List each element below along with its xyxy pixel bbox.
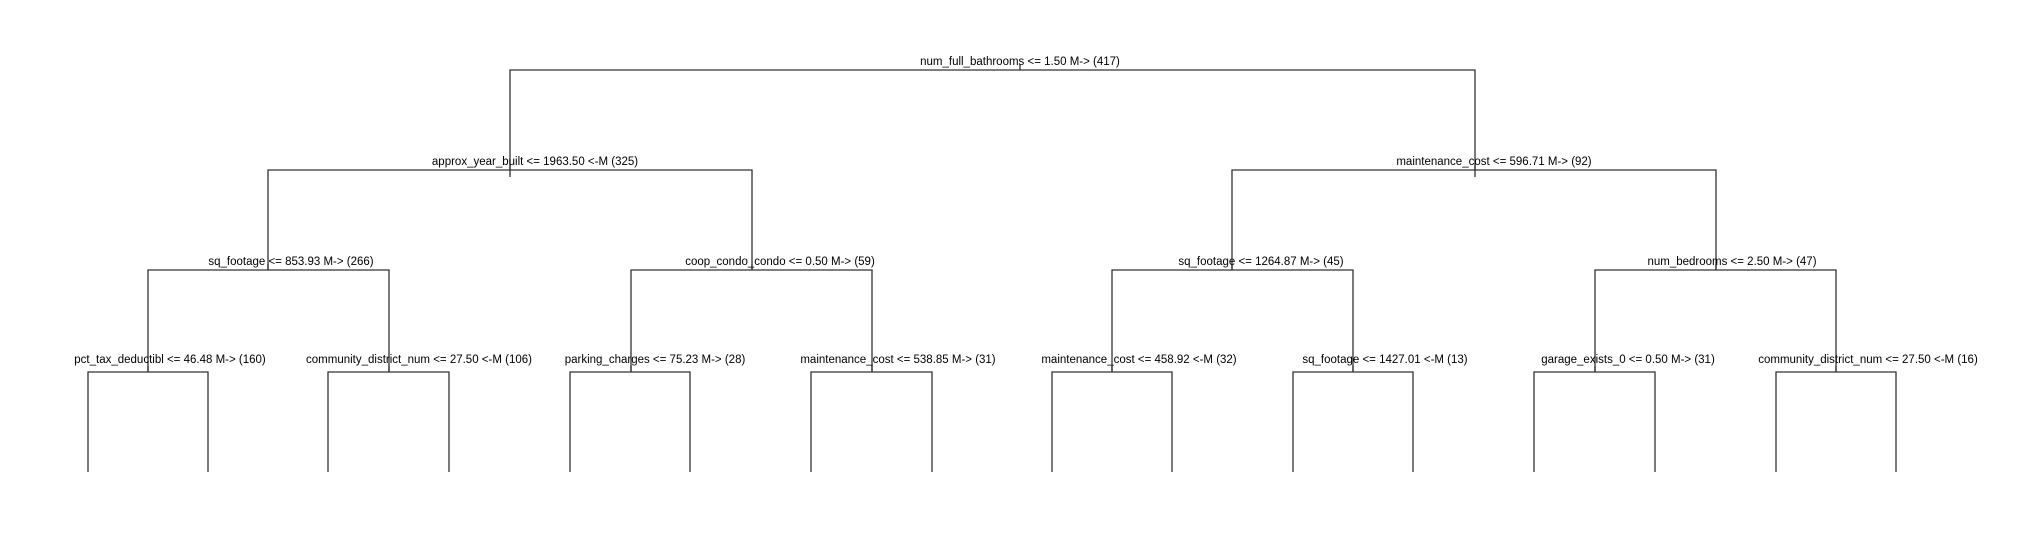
node-label-rrl: garage_exists_0 <= 0.50 M-> (31): [1541, 354, 1715, 366]
split-community-district-16: community_district_num <= 27.50 <-M (16): [1758, 354, 1978, 472]
node-label-r: maintenance_cost <= 596.71 M-> (92): [1396, 156, 1591, 168]
node-label-ll: sq_footage <= 853.93 M-> (266): [208, 256, 373, 268]
node-label-l: approx_year_built <= 1963.50 <-M (325): [432, 156, 638, 168]
edge-lrr: [810, 371, 933, 472]
split-pct-tax-deductibl: pct_tax_deductibl <= 46.48 M-> (160): [74, 354, 266, 472]
split-parking-charges: parking_charges <= 75.23 M-> (28): [565, 354, 746, 472]
split-maintenance-cost-458: maintenance_cost <= 458.92 <-M (32): [1041, 354, 1237, 472]
split-approx-year-built: approx_year_built <= 1963.50 <-M (325): [267, 156, 753, 270]
root-split: num_full_bathrooms <= 1.50 M-> (417): [509, 56, 1476, 177]
edge-llr: [327, 371, 450, 472]
split-maintenance-cost-596: maintenance_cost <= 596.71 M-> (92): [1231, 156, 1717, 270]
node-label-lrr: maintenance_cost <= 538.85 M-> (31): [800, 354, 995, 366]
edge-rlr: [1292, 371, 1414, 472]
edge-root: [509, 69, 1476, 177]
edge-rrr: [1775, 371, 1897, 472]
node-label-rlr: sq_footage <= 1427.01 <-M (13): [1302, 354, 1467, 366]
node-label-lrl: parking_charges <= 75.23 M-> (28): [565, 354, 746, 366]
node-label-rl: sq_footage <= 1264.87 M-> (45): [1178, 256, 1343, 268]
edge-r: [1231, 169, 1717, 270]
node-label-rrr: community_district_num <= 27.50 <-M (16): [1758, 354, 1978, 366]
node-label-rr: num_bedrooms <= 2.50 M-> (47): [1647, 256, 1816, 268]
split-sq-footage-1427: sq_footage <= 1427.01 <-M (13): [1292, 354, 1468, 472]
edge-rll: [1051, 371, 1173, 472]
node-label-root: num_full_bathrooms <= 1.50 M-> (417): [920, 56, 1120, 68]
split-community-district-106: community_district_num <= 27.50 <-M (106…: [306, 354, 532, 472]
split-garage-exists: garage_exists_0 <= 0.50 M-> (31): [1533, 354, 1715, 472]
split-sq-footage-1264: sq_footage <= 1264.87 M-> (45): [1111, 256, 1354, 372]
node-label-lll: pct_tax_deductibl <= 46.48 M-> (160): [74, 354, 266, 366]
split-sq-footage-853: sq_footage <= 853.93 M-> (266): [147, 256, 390, 372]
edge-lrl: [569, 371, 691, 472]
split-maintenance-cost-538: maintenance_cost <= 538.85 M-> (31): [800, 354, 996, 472]
edge-lll: [87, 371, 209, 472]
node-label-rll: maintenance_cost <= 458.92 <-M (32): [1041, 354, 1236, 366]
node-label-llr: community_district_num <= 27.50 <-M (106…: [306, 354, 532, 366]
split-coop-condo: coop_condo_condo <= 0.50 M-> (59): [630, 256, 875, 372]
edge-rrl: [1533, 371, 1656, 472]
node-label-lr: coop_condo_condo <= 0.50 M-> (59): [685, 256, 875, 268]
edge-l: [267, 169, 753, 270]
split-num-bedrooms: num_bedrooms <= 2.50 M-> (47): [1594, 256, 1837, 372]
